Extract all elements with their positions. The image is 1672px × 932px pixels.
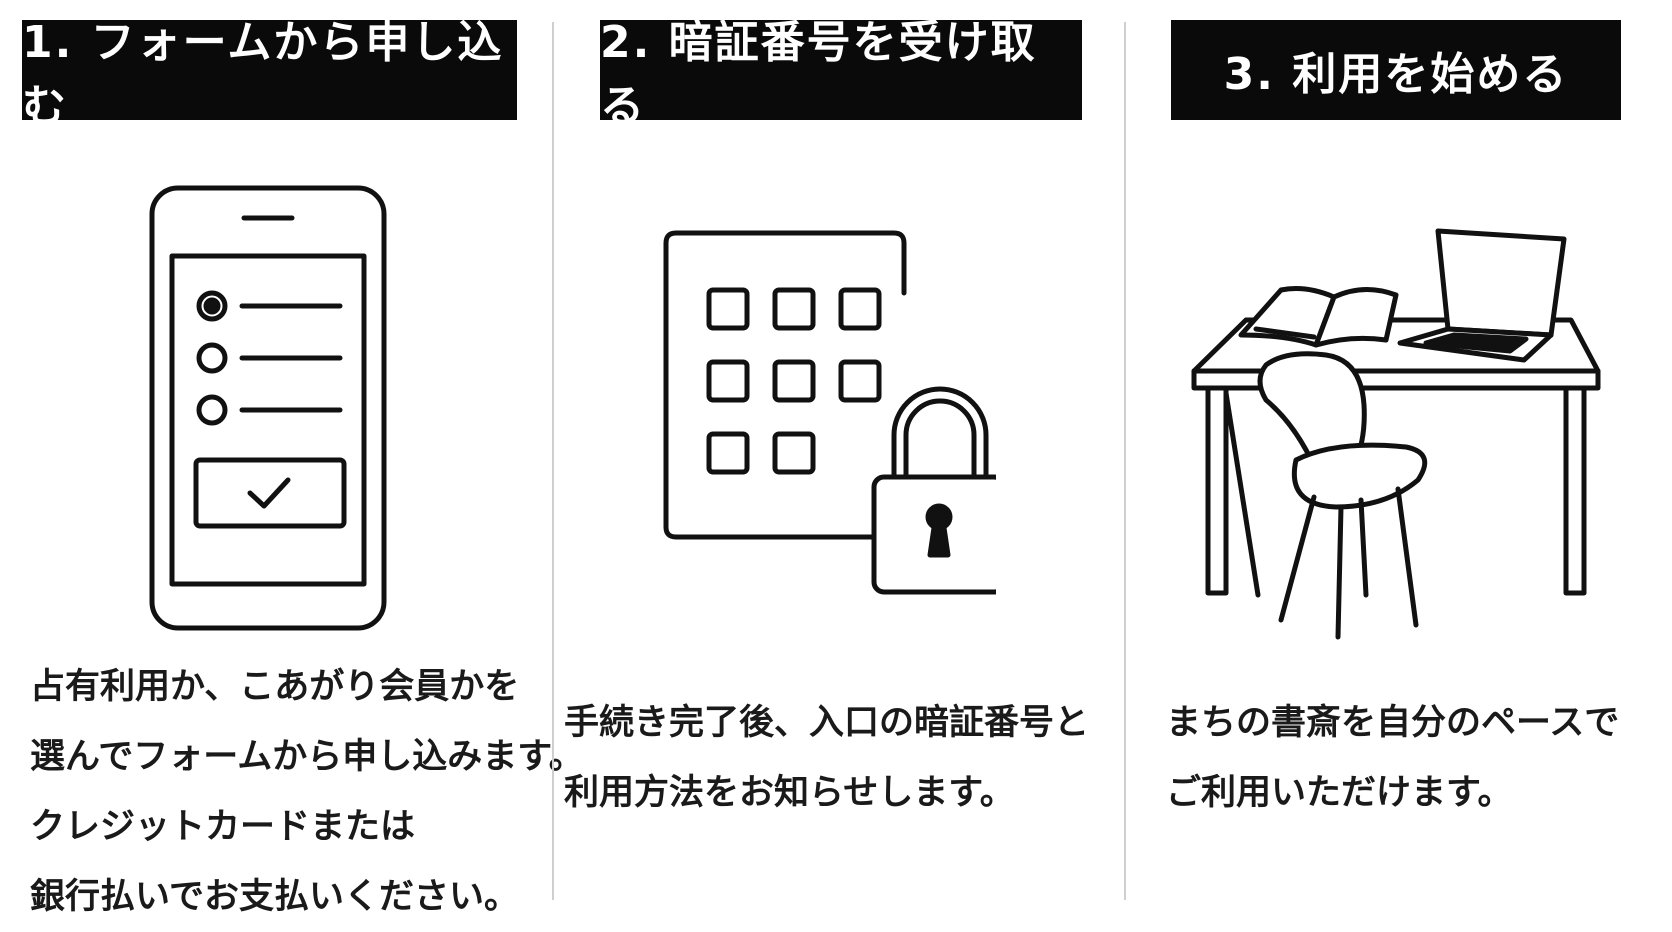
step-3-title: 3. 利用を始める: [1171, 20, 1621, 120]
step-1: 1. フォームから申し込む 占有利用か、こあがり会員かを 選んでフォームから申し…: [0, 0, 584, 924]
step-1-line-2: 選んでフォームから申し込みます。: [30, 737, 584, 777]
step-3-line-1: まちの書斎を自分のペースで: [1166, 703, 1620, 743]
divider-2: [1124, 22, 1126, 900]
smartphone-form-icon: [149, 185, 387, 631]
step-2: 2. 暗証番号を受け取る 手続き完了後、入口の暗証番号と 利用方法をお知らせしま…: [554, 0, 1124, 924]
divider-1: [552, 22, 554, 900]
step-3: 3. 利用を始める まちの書斎を自分のペースで ご利用いただけます。: [1126, 0, 1672, 924]
step-1-description: 占有利用か、こあがり会員かを 選んでフォームから申し込みます。 クレジットカード…: [30, 652, 584, 932]
step-2-line-1: 手続き完了後、入口の暗証番号と: [564, 703, 1090, 743]
step-1-line-1: 占有利用か、こあがり会員かを: [30, 667, 520, 707]
step-2-line-2: 利用方法をお知らせします。: [564, 773, 1015, 813]
step-1-line-3: クレジットカードまたは: [30, 807, 416, 847]
keypad-lock-icon: [663, 230, 996, 595]
step-3-description: まちの書斎を自分のペースで ご利用いただけます。: [1166, 688, 1619, 828]
step-1-line-4: 銀行払いでお支払いください。: [30, 877, 519, 917]
step-3-line-2: ご利用いただけます。: [1166, 773, 1513, 813]
step-1-title: 1. フォームから申し込む: [22, 17, 517, 132]
desk-chair-laptop-icon: [1191, 228, 1601, 640]
step-2-description: 手続き完了後、入口の暗証番号と 利用方法をお知らせします。: [564, 688, 1089, 828]
step-2-title: 2. 暗証番号を受け取る: [600, 17, 1082, 132]
